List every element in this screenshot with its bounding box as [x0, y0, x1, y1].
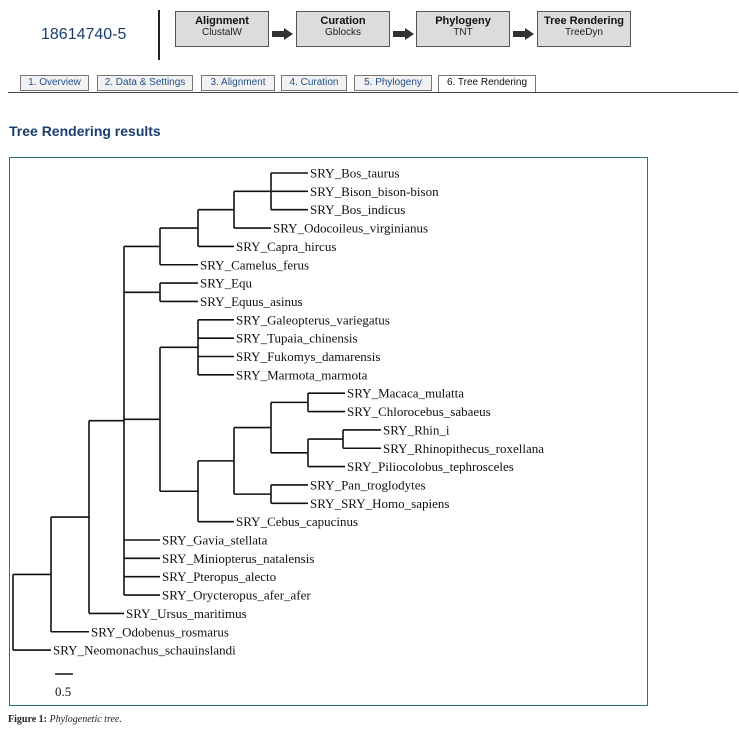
tree-leaf-label: SRY_Marmota_marmota [236, 367, 368, 382]
pipeline-step-alignment[interactable]: Alignment ClustalW [175, 11, 269, 47]
tab-phylogeny[interactable]: 5. Phylogeny [354, 75, 432, 91]
tab-divider [8, 92, 738, 93]
tree-leaf-label: SRY_Pteropus_alecto [162, 569, 276, 584]
pipeline-step-tool: TNT [453, 27, 473, 38]
tree-leaf-label: SRY_Pan_troglodytes [310, 477, 426, 492]
tree-leaf-label: SRY_Macaca_mulatta [347, 386, 464, 401]
pipeline-step-title: Phylogeny [435, 15, 491, 27]
pipeline-step-phylogeny[interactable]: Phylogeny TNT [416, 11, 510, 47]
tab-curation[interactable]: 4. Curation [281, 75, 347, 91]
tab-data-settings[interactable]: 2. Data & Settings [97, 75, 193, 91]
tree-leaf-label: SRY_Bos_indicus [310, 202, 405, 217]
arrow-right-icon [272, 28, 293, 40]
job-id: 18614740-5 [41, 26, 127, 43]
caption-text: Phylogenetic tree. [49, 714, 122, 725]
tree-leaf-label: SRY_Bison_bison-bison [310, 184, 439, 199]
tree-leaf-label: SRY_Equ [200, 276, 253, 291]
tree-leaf-label: SRY_Fukomys_damarensis [236, 349, 380, 364]
pipeline-step-title: Curation [320, 15, 366, 27]
arrow-right-icon [513, 28, 534, 40]
tree-leaf-label: SRY_SRY_Homo_sapiens [310, 496, 449, 511]
pipeline-step-tree-rendering[interactable]: Tree Rendering TreeDyn [537, 11, 631, 47]
tree-leaf-label: SRY_Chlorocebus_sabaeus [347, 404, 491, 419]
tree-leaf-label: SRY_Rhinopithecus_roxellana [383, 441, 544, 456]
tab-tree-rendering[interactable]: 6. Tree Rendering [438, 75, 536, 93]
tree-leaf-label: SRY_Neomonachus_schauinslandi [53, 643, 236, 658]
tree-leaf-label: SRY_Camelus_ferus [200, 257, 309, 272]
scale-bar-label: 0.5 [55, 684, 71, 699]
tree-leaf-label: SRY_Equus_asinus [200, 294, 303, 309]
pipeline-step-title: Alignment [195, 15, 249, 27]
tree-leaf-label: SRY_Odobenus_rosmarus [91, 624, 229, 639]
pipeline-step-curation[interactable]: Curation Gblocks [296, 11, 390, 47]
pipeline-step-tool: ClustalW [201, 27, 242, 38]
tab-alignment[interactable]: 3. Alignment [201, 75, 275, 91]
caption-label: Figure 1: [8, 714, 47, 725]
tree-leaf-label: SRY_Cebus_capucinus [236, 514, 358, 529]
tree-leaf-label: SRY_Miniopterus_natalensis [162, 551, 314, 566]
tree-leaf-label: SRY_Gavia_stellata [162, 533, 268, 548]
pipeline-step-tool: TreeDyn [565, 27, 603, 38]
section-title: Tree Rendering results [9, 123, 161, 139]
arrow-right-icon [393, 28, 414, 40]
tree-leaf-label: SRY_Orycteropus_afer_afer [162, 588, 311, 603]
tree-leaf-label: SRY_Odocoileus_virginianus [273, 221, 428, 236]
phylogenetic-tree: SRY_Bos_taurusSRY_Bison_bison-bisonSRY_B… [12, 166, 544, 699]
pipeline-step-tool: Gblocks [324, 27, 362, 38]
figure-caption: Figure 1: Phylogenetic tree. [8, 714, 122, 725]
tree-leaf-label: SRY_Bos_taurus [310, 166, 400, 181]
tree-leaf-label: SRY_Galeopterus_variegatus [236, 312, 390, 327]
header-separator [158, 10, 160, 60]
tree-leaf-label: SRY_Tupaia_chinensis [236, 331, 358, 346]
tree-leaf-label: SRY_Rhin_i [383, 422, 450, 437]
tree-leaf-label: SRY_Piliocolobus_tephrosceles [347, 459, 514, 474]
pipeline-step-title: Tree Rendering [543, 15, 625, 27]
tab-overview[interactable]: 1. Overview [20, 75, 89, 91]
tree-leaf-label: SRY_Capra_hircus [236, 239, 336, 254]
tree-leaf-label: SRY_Ursus_maritimus [126, 606, 247, 621]
